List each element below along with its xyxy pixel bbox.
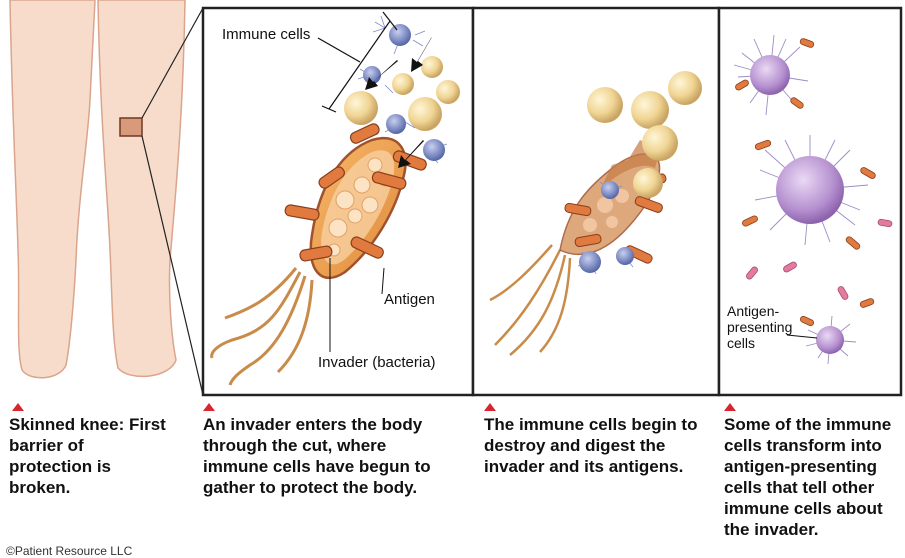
- caption-marker: [12, 403, 24, 411]
- caption-skinned-knee: Skinned knee: First barrier of protectio…: [9, 414, 169, 498]
- caption-immune-destroy: The immune cells begin to destroy and di…: [484, 414, 709, 477]
- apc-label-line1: Antigen-: [727, 303, 779, 319]
- immune-cells-label: Immune cells: [222, 26, 310, 43]
- invader-label: Invader (bacteria): [318, 354, 436, 371]
- antigen-label: Antigen: [384, 291, 435, 308]
- caption-marker: [724, 403, 736, 411]
- caption-apc-transform: Some of the immune cells transform into …: [724, 414, 904, 540]
- caption-invader-enters: An invader enters the body through the c…: [203, 414, 448, 498]
- apc-label-line2: presenting: [727, 319, 792, 335]
- apc-label-line3: cells: [727, 335, 755, 351]
- caption-marker: [203, 403, 215, 411]
- legs-illustration: [10, 0, 203, 395]
- caption-marker: [484, 403, 496, 411]
